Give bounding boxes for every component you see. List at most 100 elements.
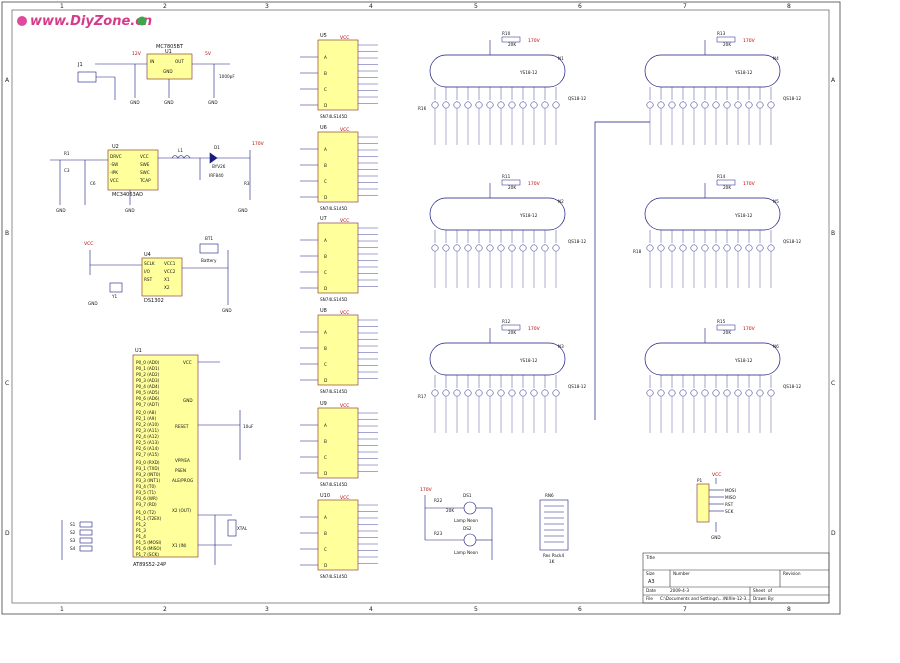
decoder-input-pin: C (324, 87, 327, 92)
tube-resistor-value: 20K (508, 185, 516, 190)
decoder-chip (317, 222, 359, 294)
cathode-transistor-icon (552, 101, 560, 109)
isp-pin: RST (725, 502, 734, 507)
decoder-input-pin: A (324, 55, 327, 60)
rtc-pin: X2 (164, 285, 170, 290)
mcu-pin: P1_5 (MOSI) (136, 540, 162, 545)
mcu-pin: P3_5 (T1) (136, 490, 156, 495)
decoder-input-pin: D (324, 563, 327, 568)
cathode-transistor-icon (453, 101, 461, 109)
tube-driver-label: QS18-12 (783, 384, 801, 389)
cathode-transistor-icon (756, 244, 764, 252)
power-supply-block (77, 53, 230, 100)
cathode-transistor-icon (712, 101, 720, 109)
nixie-tube (429, 54, 566, 88)
boost-converter-block (50, 149, 251, 205)
zone-col-label: 4 (369, 606, 373, 613)
zone-col-label: 3 (265, 606, 269, 613)
tube-hv: 170V (743, 326, 756, 332)
zone-col-label: 5 (474, 3, 478, 10)
cathode-transistor-icon (701, 389, 709, 397)
cathode-transistor-icon (679, 389, 687, 397)
cathode-transistor-icon (690, 244, 698, 252)
mcu-pin: P2_3 (A11) (136, 428, 159, 433)
decoder-vcc: VCC (340, 403, 349, 409)
tube-driver-label: QS18-12 (568, 96, 586, 101)
isp-gnd: GND (711, 535, 721, 540)
boost-pin: -SW (110, 162, 118, 167)
mcu-pin: P0_2 (AD2) (136, 372, 160, 377)
resnet-label: Res Pack4 (543, 553, 564, 558)
tube-resistor-ref: R13 (717, 31, 726, 36)
mcu-pin: P1_1 (T2EX) (136, 516, 162, 521)
cathode-transistor-icon (767, 389, 775, 397)
tube-hv: 170V (743, 181, 756, 187)
mcu-pin: X1 (IN) (172, 543, 187, 548)
boost-pin: TCAP (139, 178, 151, 183)
cathode-transistor-icon (723, 389, 731, 397)
regulator-pin-gnd: GND (163, 69, 173, 74)
decoder-chip (317, 39, 359, 111)
mcu-pin: P0_1 (AD1) (136, 366, 160, 371)
tube-resistor-ref: R14 (717, 174, 726, 179)
cathode-transistor-icon (679, 101, 687, 109)
mcu-pin: P1_3 (136, 528, 146, 533)
decoder-input-pin: B (324, 346, 327, 351)
cathode-transistor-icon (541, 389, 549, 397)
tube-resistor-value: 20K (723, 330, 731, 335)
mcu-pin: P2_7 (A15) (136, 452, 159, 457)
cathode-transistor-icon (530, 244, 538, 252)
isp-pin: MISO (725, 495, 737, 500)
isp-vcc: VCC (712, 472, 721, 478)
decoder-ref: U6 (320, 125, 327, 131)
cathode-transistor-icon (723, 101, 731, 109)
decoder-vcc: VCC (340, 310, 349, 316)
cathode-transistor-icon (756, 101, 764, 109)
zone-col-label: 1 (60, 3, 64, 10)
mcu-pin: P1_4 (136, 534, 146, 539)
switch-block (61, 520, 93, 560)
zone-col-label: 6 (578, 3, 582, 10)
boost-ref: U2 (112, 144, 119, 150)
tube-ref: N3 (558, 344, 564, 349)
diode-icon (209, 152, 218, 164)
boost-pin: DRVC (110, 154, 122, 159)
rtc-chip (141, 257, 183, 297)
watermark-logo: www.DiyZone.cn (17, 14, 152, 29)
cathode-transistor-icon (486, 244, 494, 252)
lamp-res-value: 20K (446, 508, 454, 513)
decoder-input-pin: B (324, 439, 327, 444)
zone-labels-top: 1 2 3 4 5 6 7 8 1 2 3 4 5 6 7 8 A B C D … (5, 3, 836, 613)
cathode-transistor-icon (756, 389, 764, 397)
cathode-transistor-icon (475, 101, 483, 109)
sheet-label: Sheet (753, 588, 765, 593)
decoder-chip (317, 314, 359, 386)
tube-driver-label: QS18-12 (568, 239, 586, 244)
decoder-ref: U5 (320, 33, 327, 39)
sheet-border (1, 1, 841, 615)
cathode-transistor-icon (734, 101, 742, 109)
decoder-chip-label: SN74LS145D (320, 206, 347, 211)
cathode-transistor-icon (442, 244, 450, 252)
cathode-transistor-icon (453, 389, 461, 397)
tube-hv: 170V (528, 181, 541, 187)
sheet-value: of (768, 588, 773, 593)
decoder-input-pin: D (324, 471, 327, 476)
resnet-value: 1K (549, 559, 555, 564)
date-label: Date (646, 588, 656, 593)
tube-resistor-value: 20K (723, 42, 731, 47)
rtc-pin: RST (144, 277, 153, 282)
mcu-gnd: GND (183, 398, 193, 403)
tube-driver-label: QS18-12 (783, 96, 801, 101)
mcu-pin: P1_2 (136, 522, 146, 527)
drawn-label: Drawn By: (753, 596, 774, 601)
lamp-res-ref: R23 (434, 531, 443, 536)
gnd-label: GND (208, 100, 218, 105)
mcu-vcc: VCC (183, 360, 192, 365)
nixie-tube (429, 197, 566, 231)
